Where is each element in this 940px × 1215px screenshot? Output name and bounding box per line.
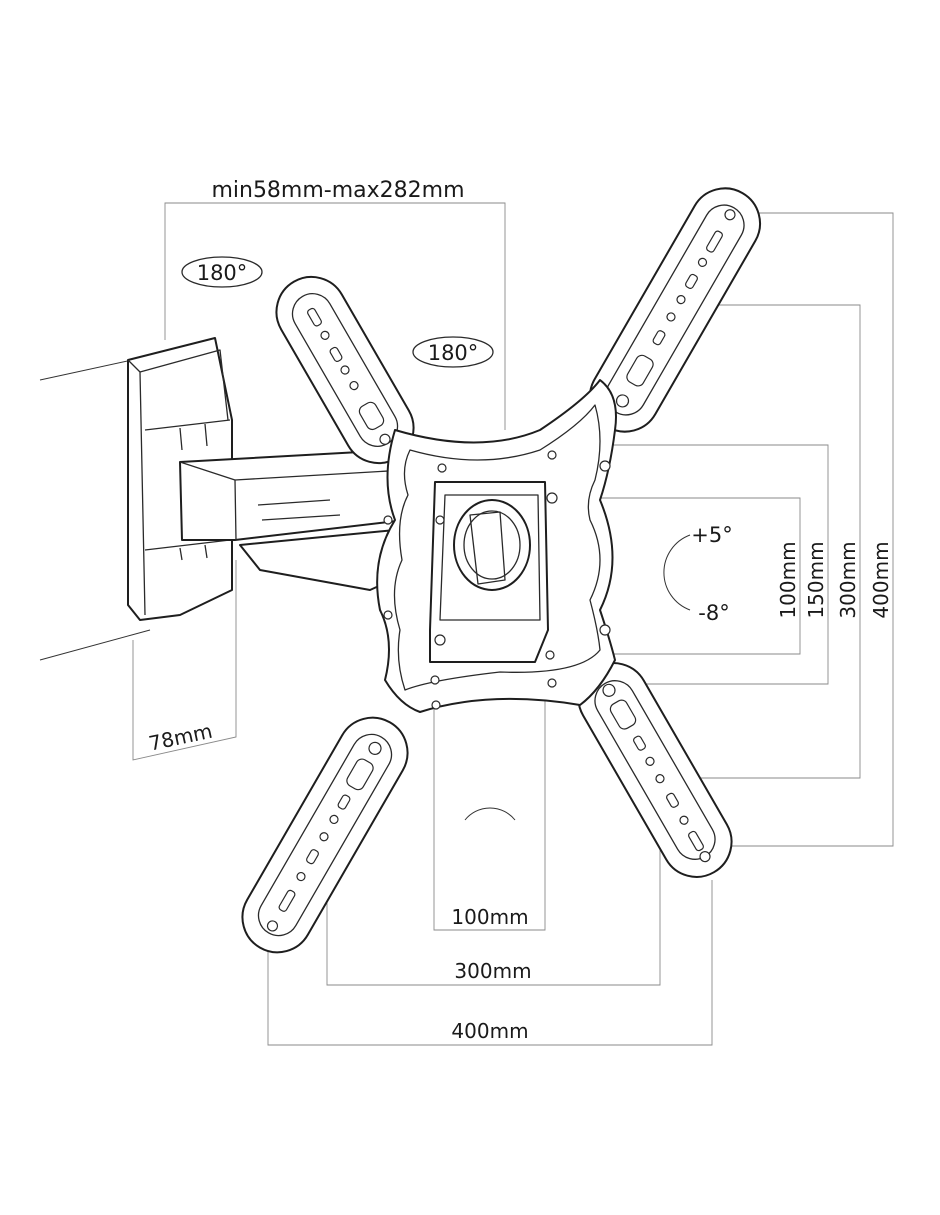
center-plate bbox=[376, 379, 617, 713]
tilt-up-label: +5° bbox=[691, 523, 732, 547]
vertical-300mm-label: 300mm bbox=[836, 541, 860, 618]
rotation-right-ellipse bbox=[412, 336, 494, 368]
horizontal-400mm-label: 400mm bbox=[451, 1019, 528, 1043]
swivel-arc bbox=[464, 807, 516, 821]
swing-arm bbox=[179, 451, 411, 591]
bracket-arm-bottom-left bbox=[241, 716, 409, 954]
rotation-indicators bbox=[181, 256, 691, 821]
horizontal-100mm-label: 100mm bbox=[451, 905, 528, 929]
rotation-left-label: 180° bbox=[197, 261, 248, 285]
tilt-arc bbox=[663, 534, 691, 611]
labels: min58mm-max282mm 180° 180° +5° -8° 78mm … bbox=[147, 178, 893, 1043]
arm-extension-label: min58mm-max282mm bbox=[211, 178, 464, 203]
vertical-100mm-label: 100mm bbox=[776, 541, 800, 618]
vertical-150mm-label: 150mm bbox=[804, 541, 828, 618]
dimension-lines bbox=[132, 202, 894, 1046]
vertical-400mm-label: 400mm bbox=[869, 541, 893, 618]
tilt-down-label: -8° bbox=[698, 601, 729, 625]
bracket-arm-top-left bbox=[275, 275, 415, 465]
bracket-arm-bottom-right bbox=[577, 662, 733, 878]
horizontal-300mm-label: 300mm bbox=[454, 959, 531, 983]
rotation-left-ellipse bbox=[181, 256, 263, 288]
bracket-arm-top-right bbox=[589, 187, 761, 433]
wall-depth-label: 78mm bbox=[147, 719, 215, 756]
rotation-right-label: 180° bbox=[428, 341, 479, 365]
